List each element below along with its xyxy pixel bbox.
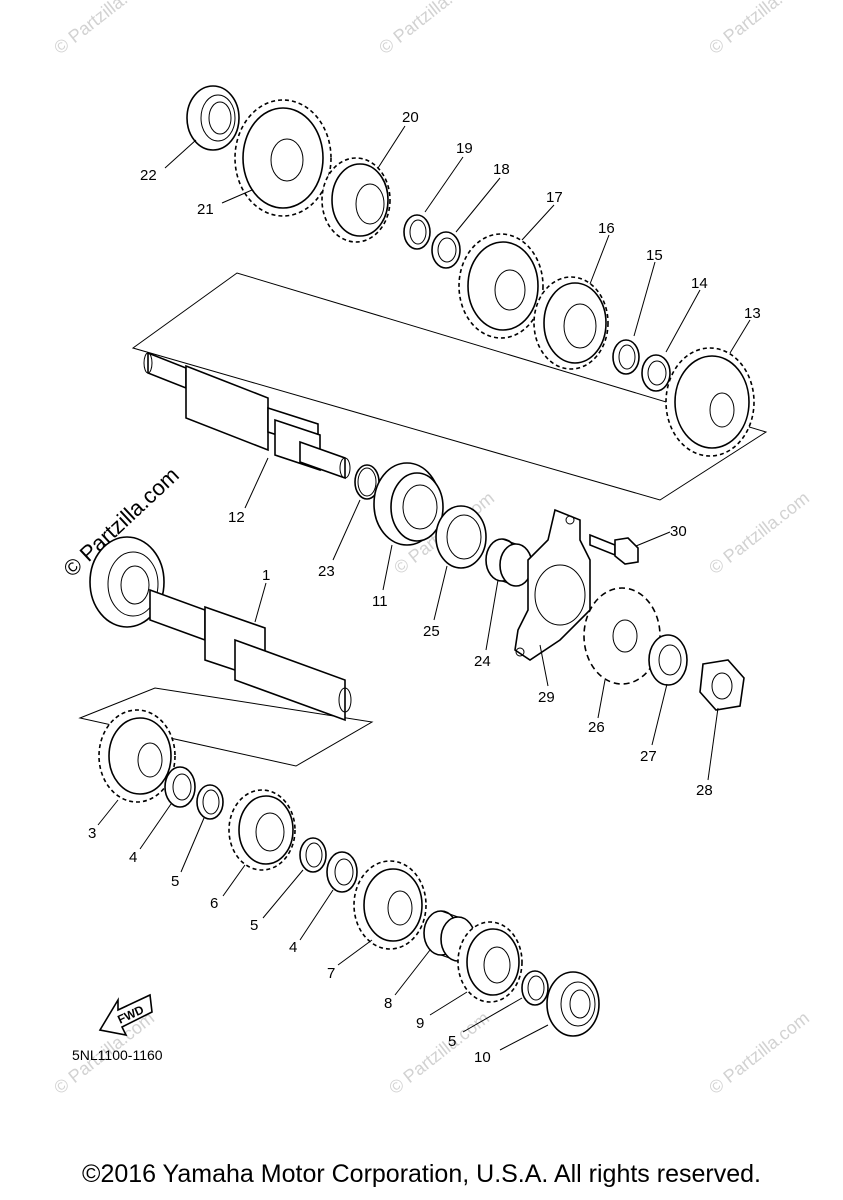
callout-label: 20 bbox=[402, 109, 419, 126]
callout-label: 13 bbox=[744, 305, 761, 322]
circlip-19 bbox=[403, 214, 431, 250]
circlip-15 bbox=[612, 339, 640, 375]
callout-label: 11 bbox=[372, 593, 388, 610]
oil-seal-25 bbox=[435, 505, 487, 569]
gear-16 bbox=[533, 276, 609, 370]
sprocket-26 bbox=[583, 587, 661, 685]
callout-label: 1 bbox=[262, 567, 270, 584]
bearing-main-axle bbox=[89, 536, 165, 628]
callout-label: 19 bbox=[456, 140, 473, 157]
callout-label: 9 bbox=[416, 1015, 424, 1032]
gear-20 bbox=[321, 157, 391, 243]
washer-14 bbox=[641, 354, 671, 392]
callout-label: 22 bbox=[140, 167, 157, 184]
callout-label: 5 bbox=[448, 1033, 456, 1050]
callout-label: 15 bbox=[646, 247, 663, 264]
callout-label: 7 bbox=[327, 965, 335, 982]
gear-3 bbox=[98, 709, 176, 803]
assembly-frame-upper bbox=[131, 272, 768, 501]
callout-label: 17 bbox=[546, 189, 563, 206]
callout-label: 25 bbox=[423, 623, 440, 640]
callout-label: 27 bbox=[640, 748, 657, 765]
washer-18 bbox=[431, 231, 461, 269]
callout-label: 24 bbox=[474, 653, 491, 670]
bearing-11 bbox=[373, 462, 444, 546]
watermark: © Partzilla.com bbox=[705, 488, 813, 578]
callout-label: 18 bbox=[493, 161, 510, 178]
callout-label: 30 bbox=[670, 523, 687, 540]
drive-axle-12 bbox=[143, 351, 351, 480]
watermark: © Partzilla.com bbox=[705, 0, 813, 58]
callout-label: 4 bbox=[289, 939, 297, 956]
watermark: © Partzilla.com bbox=[50, 0, 158, 58]
callout-label: 8 bbox=[384, 995, 392, 1012]
main-axle-1 bbox=[149, 588, 352, 722]
gear-21 bbox=[234, 99, 332, 217]
washer-4 bbox=[326, 851, 358, 893]
callout-label: 5 bbox=[250, 917, 258, 934]
callout-label: 26 bbox=[588, 719, 605, 736]
leader-lines bbox=[97, 125, 751, 1051]
watermark: © Partzilla.com bbox=[375, 0, 483, 58]
gear-7 bbox=[353, 860, 427, 950]
washer-4 bbox=[164, 766, 196, 808]
bearing-10 bbox=[546, 971, 600, 1037]
callout-label: 10 bbox=[474, 1049, 491, 1066]
circlip-5 bbox=[521, 970, 549, 1006]
o-ring-23 bbox=[354, 464, 380, 500]
callout-label: 21 bbox=[197, 201, 214, 218]
callout-labels: 22 21 20 19 18 17 16 15 14 13 12 23 11 2… bbox=[88, 109, 761, 1066]
callout-label: 14 bbox=[691, 275, 708, 292]
bolt-30 bbox=[589, 533, 639, 565]
watermark: © Partzilla.com bbox=[705, 1008, 813, 1098]
gear-13 bbox=[665, 347, 755, 457]
callout-label: 3 bbox=[88, 825, 96, 842]
nut-28 bbox=[699, 659, 745, 711]
callout-label: 29 bbox=[538, 689, 555, 706]
copyright-footer: ©2016 Yamaha Motor Corporation, U.S.A. A… bbox=[82, 1160, 761, 1188]
gear-6 bbox=[228, 789, 296, 871]
circlip-5 bbox=[196, 784, 224, 820]
callout-label: 28 bbox=[696, 782, 713, 799]
cover-plate-29 bbox=[514, 508, 591, 661]
callout-label: 4 bbox=[129, 849, 137, 866]
callout-label: 6 bbox=[210, 895, 218, 912]
assembly-frame-lower bbox=[78, 687, 374, 767]
circlip-5 bbox=[299, 837, 327, 873]
lock-washer-27 bbox=[648, 634, 688, 686]
gear-17 bbox=[458, 233, 544, 339]
part-code: 5NL1100-1160 bbox=[72, 1047, 163, 1063]
callout-label: 5 bbox=[171, 873, 179, 890]
callout-label: 12 bbox=[228, 509, 245, 526]
collar-24 bbox=[485, 538, 533, 587]
bearing-22 bbox=[186, 85, 240, 151]
gear-9 bbox=[457, 921, 523, 1003]
callout-label: 16 bbox=[598, 220, 615, 237]
callout-label: 23 bbox=[318, 563, 335, 580]
